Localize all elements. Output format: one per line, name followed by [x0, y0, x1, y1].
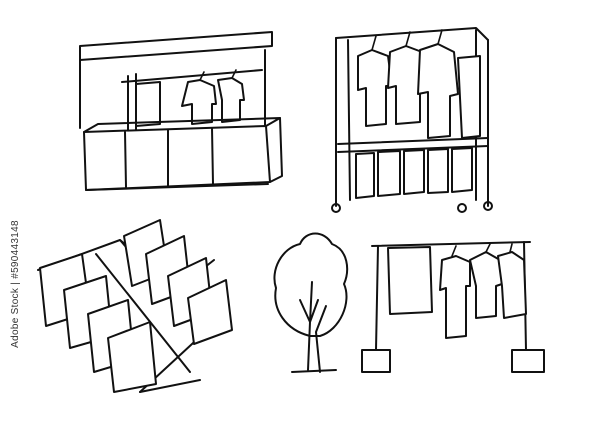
drying-pole-drawing — [361, 241, 545, 373]
garment-rack-drawing — [331, 27, 493, 213]
stock-id-label: Adobe Stock | #590443148 — [10, 220, 21, 348]
folding-dryer-drawing — [37, 219, 233, 393]
balcony-drawing — [79, 31, 283, 191]
tree-drawing — [273, 232, 349, 373]
